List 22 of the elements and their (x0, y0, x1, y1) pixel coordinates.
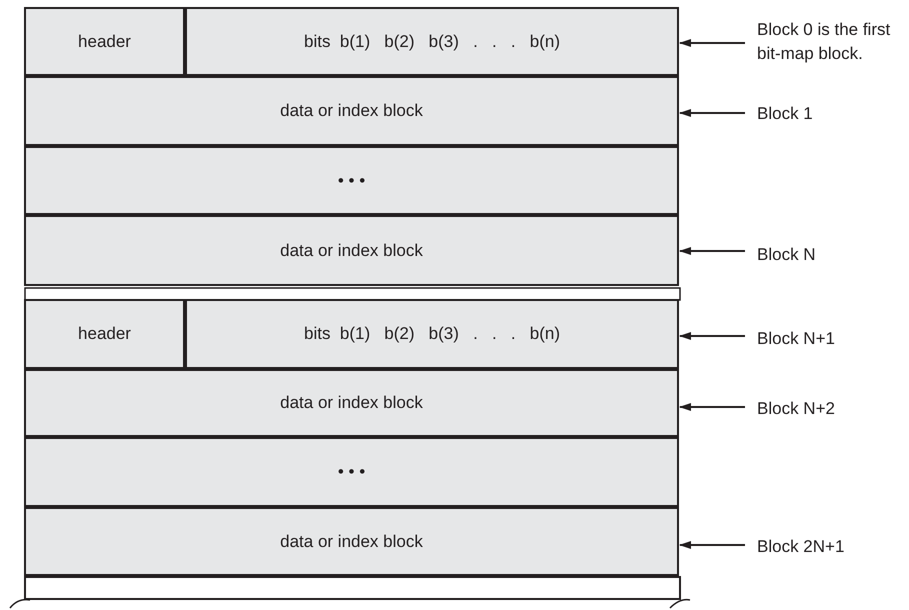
memory-block: • • • (24, 146, 679, 215)
arrow (679, 332, 745, 340)
block-label: Block N+1 (757, 327, 877, 351)
block-label: Block N (757, 243, 877, 267)
memory-block: bits b(1) b(2) b(3) . . . b(n) (185, 299, 679, 369)
block-label: Block 1 (757, 102, 877, 126)
block-label: Block 0 is the first bit-map block. (757, 18, 907, 66)
arrow (679, 39, 745, 47)
memory-block: data or index block (24, 369, 679, 437)
arrow (679, 109, 745, 117)
memory-block: data or index block (24, 507, 679, 576)
block-label: Block N+2 (757, 397, 877, 421)
memory-block: header (24, 7, 185, 76)
arrow (679, 541, 745, 549)
memory-block: • • • (24, 437, 679, 507)
memory-block: header (24, 299, 185, 369)
arrow (679, 403, 745, 411)
memory-block: bits b(1) b(2) b(3) . . . b(n) (185, 7, 679, 76)
arrow (679, 247, 745, 255)
block-label: Block 2N+1 (757, 535, 877, 559)
memory-block: data or index block (24, 76, 679, 146)
memory-block: data or index block (24, 215, 679, 286)
